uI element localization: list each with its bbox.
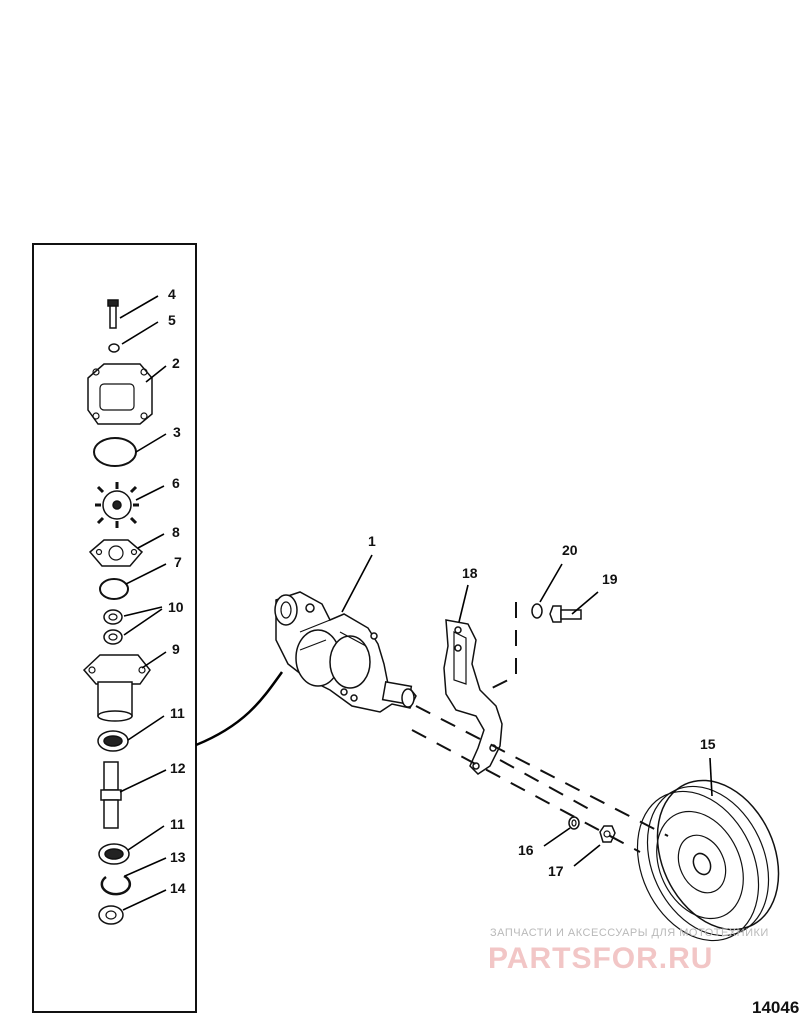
leader-15 — [709, 757, 713, 797]
part-10-seals[interactable] — [103, 609, 123, 645]
part-6-impeller[interactable] — [95, 482, 139, 528]
leader-14 — [122, 889, 167, 911]
leader-20 — [539, 563, 563, 603]
part-11-bearing-lower[interactable] — [98, 843, 130, 865]
part-14-washer[interactable] — [98, 905, 124, 925]
callout-14: 14 — [170, 880, 186, 896]
callout-6: 6 — [172, 475, 180, 491]
figure-number: 14046 — [752, 998, 799, 1017]
part-7-o-ring[interactable] — [99, 578, 129, 600]
callout-17: 17 — [548, 863, 564, 879]
part-19-bolt[interactable] — [549, 605, 582, 623]
alignment-line-shaft — [415, 705, 669, 837]
part-17-nut[interactable] — [599, 825, 616, 843]
callout-3: 3 — [173, 424, 181, 440]
part-4-bolt[interactable] — [107, 299, 119, 329]
part-11-bearing-upper[interactable] — [97, 730, 129, 752]
callout-15: 15 — [700, 736, 716, 752]
leader-8 — [137, 533, 165, 549]
part-12-shaft[interactable] — [100, 761, 122, 829]
callout-10: 10 — [168, 599, 184, 615]
callout-7: 7 — [174, 554, 182, 570]
leader-3 — [135, 433, 167, 453]
callout-11-upper: 11 — [170, 705, 185, 721]
callout-20: 20 — [562, 542, 578, 558]
watermark-logo: PARTSFOR.RU — [488, 942, 713, 975]
inset-connector-line — [195, 671, 284, 747]
leader-1 — [341, 554, 373, 613]
part-8-wear-plate[interactable] — [88, 539, 144, 567]
callout-5: 5 — [168, 312, 176, 328]
part-16-washer[interactable] — [568, 816, 580, 830]
part-2-pump-cover[interactable] — [87, 363, 153, 425]
part-18-bracket[interactable] — [443, 619, 503, 775]
leader-7 — [125, 563, 167, 585]
leader-4 — [119, 295, 159, 319]
callout-4: 4 — [168, 286, 176, 302]
exploded-view-frame — [32, 243, 197, 1013]
callout-11-lower: 11 — [170, 816, 185, 832]
leader-10a — [123, 606, 163, 617]
part-3-o-ring[interactable] — [93, 437, 137, 467]
part-13-snap-ring[interactable] — [100, 874, 132, 896]
leader-5 — [121, 321, 159, 345]
leader-16 — [543, 827, 571, 847]
callout-2: 2 — [172, 355, 180, 371]
part-15-pulley[interactable] — [614, 761, 800, 961]
leader-2 — [145, 365, 167, 383]
part-1-seawater-pump[interactable] — [274, 591, 417, 713]
leader-17 — [573, 844, 601, 867]
callout-16: 16 — [518, 842, 534, 858]
leader-11-upper — [127, 715, 165, 741]
leader-18 — [458, 584, 469, 623]
callout-18: 18 — [462, 565, 478, 581]
callout-9: 9 — [172, 641, 180, 657]
leader-6 — [135, 485, 165, 501]
alignment-line-lower — [411, 729, 641, 853]
leader-13 — [124, 857, 167, 877]
watermark-caption: ЗАПЧАСТИ И АКСЕССУАРЫ ДЛЯ МОТОТЕХНИКИ — [490, 927, 769, 939]
leader-12 — [119, 769, 167, 793]
callout-12: 12 — [170, 760, 186, 776]
leader-10b — [123, 608, 163, 636]
callout-1: 1 — [368, 533, 376, 549]
callout-13: 13 — [170, 849, 186, 865]
leader-9 — [141, 651, 167, 669]
leader-19 — [571, 591, 599, 615]
callout-8: 8 — [172, 524, 180, 540]
part-5-washer[interactable] — [108, 343, 120, 353]
alignment-line-bracket-bolt — [487, 602, 517, 691]
alignment-line-bracket-upper — [499, 759, 599, 815]
part-20-washer[interactable] — [531, 603, 543, 619]
callout-19: 19 — [602, 571, 618, 587]
leader-11-lower — [127, 825, 165, 851]
part-9-housing[interactable] — [82, 654, 151, 722]
